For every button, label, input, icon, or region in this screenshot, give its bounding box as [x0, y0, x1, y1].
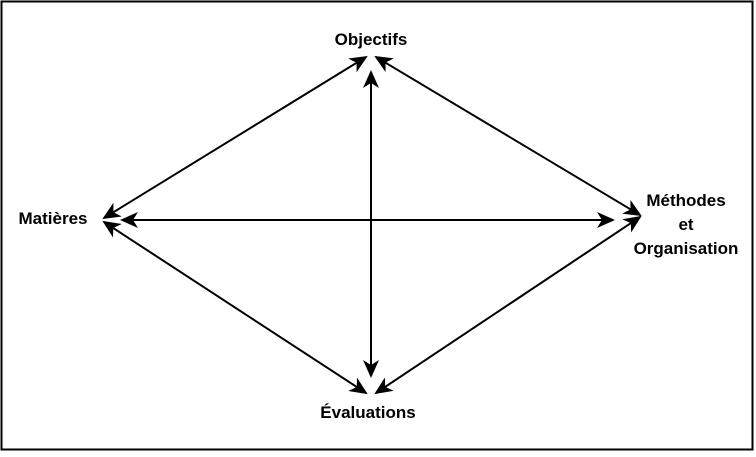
edge-objectifs-methodes [374, 55, 642, 217]
edges-group [102, 55, 642, 395]
node-label-methodes-line2: et [678, 215, 693, 234]
node-label-methodes-line1: Méthodes [646, 191, 725, 210]
node-label-matieres: Matières [19, 209, 88, 228]
edge-matieres-evaluations [102, 220, 368, 395]
node-label-methodes-line3: Organisation [634, 239, 739, 258]
node-label-evaluations: Évaluations [320, 403, 415, 422]
edge-evaluations-methodes [374, 215, 642, 395]
node-label-objectifs: Objectifs [335, 30, 408, 49]
edge-matieres-objectifs [102, 55, 368, 220]
